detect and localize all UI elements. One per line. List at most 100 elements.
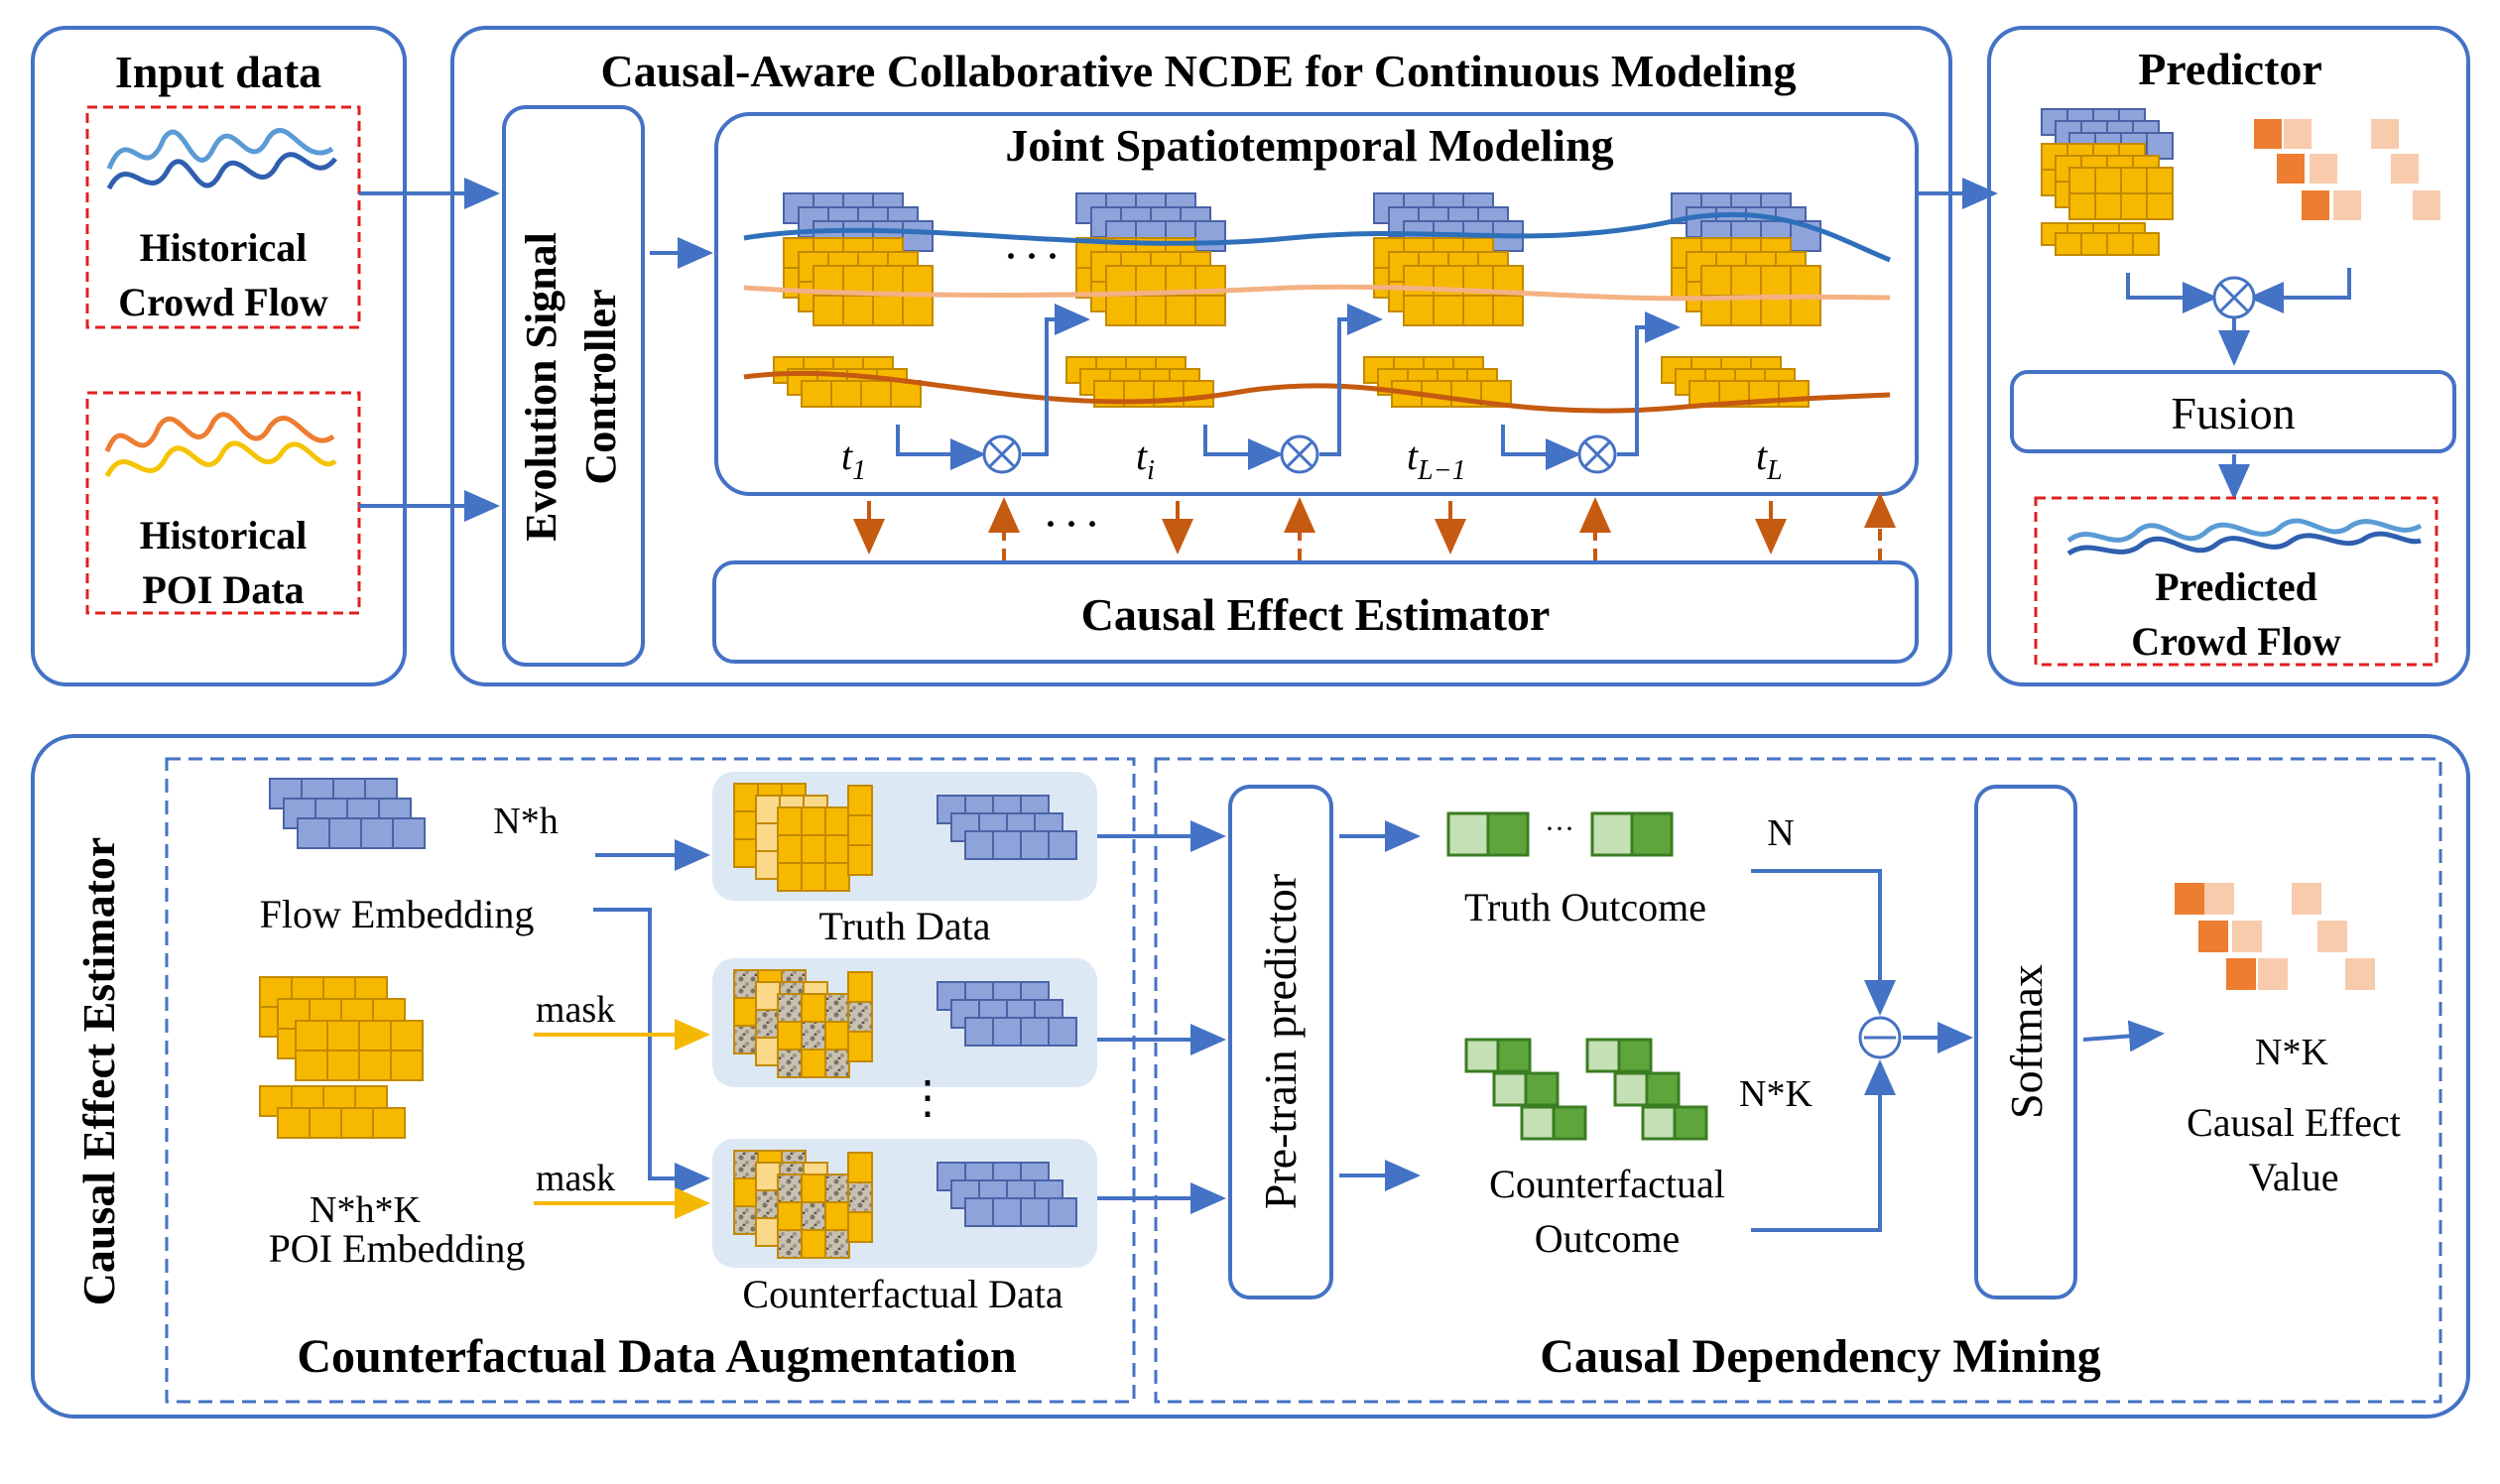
- augmentation-arrows: [534, 839, 710, 1219]
- poi-grid: [1135, 295, 1167, 326]
- pred-poi-grid-lower: [2106, 232, 2134, 256]
- data-poi-cell: [733, 783, 759, 812]
- effect-cell: [2284, 119, 2312, 149]
- pretrain-label: Pre-train predictor: [1255, 874, 1306, 1209]
- causal-effect-cell: [2258, 958, 2288, 990]
- pred-poi-grid-lower: [2080, 232, 2108, 256]
- data-poi-cell: [824, 1021, 850, 1051]
- pred-poi-grid: [2120, 192, 2148, 220]
- effect-dim-label: N*K: [2255, 1032, 2328, 1073]
- mining-region: [1154, 757, 2442, 1404]
- time-label-tL-1: tL−1: [1407, 433, 1466, 486]
- data-poi-cell: [733, 1150, 759, 1179]
- controller-label-line1: Evolution Signal: [517, 232, 565, 542]
- causal-effect-cell: [2345, 958, 2375, 990]
- poi-embedding-cell: [358, 1020, 392, 1051]
- poi-grid: [872, 295, 904, 326]
- data-poi-cell: [755, 1009, 781, 1039]
- cf-outcome-line2: Outcome: [1535, 1216, 1681, 1261]
- effect-cell: [2310, 154, 2337, 184]
- controller-label-line2: Controller: [576, 289, 625, 484]
- causal-effect-cell: [2232, 921, 2262, 952]
- truth-dim-label: N: [1767, 812, 1794, 854]
- poi-embedding-cell: [390, 1020, 424, 1051]
- time-label-t1: t1: [841, 433, 866, 486]
- data-poi-cell: [755, 981, 781, 1011]
- cf-outcome-cell: [1641, 1105, 1677, 1141]
- mining-title: Causal Dependency Mining: [1540, 1330, 2100, 1383]
- truth-outcome-cell: [1446, 811, 1490, 857]
- causal-effect-estimator-box: Causal Effect Estimator: [712, 560, 1919, 664]
- pred-poi-grid: [2094, 167, 2122, 194]
- pred-poi-grid: [2068, 192, 2096, 220]
- poi-grid: [842, 295, 874, 326]
- data-poi-cell: [733, 838, 759, 868]
- truth-outcome-cell: [1630, 811, 1674, 857]
- ncde-title: Causal-Aware Collaborative NCDE for Cont…: [601, 46, 1797, 96]
- cf-outcome-cell: [1520, 1105, 1556, 1141]
- poi-embedding-cell-lower: [309, 1107, 342, 1139]
- poi-grid: [1730, 265, 1762, 297]
- flow-curve-orange: [743, 370, 1891, 414]
- data-poi-cell: [777, 862, 803, 892]
- poi-grid: [1403, 295, 1435, 326]
- data-flow-cell: [964, 1197, 994, 1227]
- softmax-label: Softmax: [2001, 964, 2052, 1119]
- data-poi-cell: [801, 993, 826, 1023]
- data-poi-cell: [777, 1049, 803, 1078]
- data-poi-cell: [733, 1205, 759, 1235]
- predicted-line2: Crowd Flow: [2131, 619, 2341, 664]
- historical-poi-box: Historical POI Data: [85, 391, 361, 615]
- counterfactual-outcome-vectors: [1464, 1038, 1708, 1141]
- flow-embedding-cell: [360, 817, 394, 849]
- joint-ellipsis: · · ·: [1005, 236, 1059, 276]
- poi-grid-lower: [1183, 380, 1214, 408]
- data-poi-cell: [733, 1177, 759, 1207]
- poi-embedding-cell-lower: [340, 1107, 374, 1139]
- poi-grid: [1105, 265, 1137, 297]
- data-panel-contents: [733, 783, 1077, 1259]
- data-poi-cell: [801, 1201, 826, 1231]
- ncde-panel: Causal-Aware Collaborative NCDE for Cont…: [450, 26, 1952, 686]
- data-poi-cell: [755, 1217, 781, 1247]
- ominus-connectors: [1751, 869, 1973, 1232]
- time-label-tL: tL: [1756, 433, 1783, 486]
- effect-cell: [2254, 119, 2282, 149]
- data-poi-cell: [777, 1229, 803, 1259]
- poi-grid-lower: [1778, 380, 1810, 408]
- poi-grid-lower: [860, 380, 892, 408]
- pred-poi-grid: [2146, 167, 2174, 194]
- input-data-title: Input data: [115, 47, 321, 97]
- data-poi-cell: [847, 785, 873, 816]
- cf-outcome-cell: [1617, 1038, 1653, 1073]
- data-poi-cell: [847, 971, 873, 1003]
- poi-grid: [1105, 295, 1137, 326]
- crowd-flow-label-line2: Crowd Flow: [118, 280, 328, 324]
- cf-outcome-cell: [1613, 1071, 1649, 1107]
- effect-cell: [2391, 154, 2419, 184]
- counterfactual-data-label: Counterfactual Data: [742, 1272, 1062, 1316]
- predicted-line1: Predicted: [2155, 564, 2317, 609]
- evolution-signal-controller: Evolution Signal Controller: [502, 105, 645, 667]
- effect-cell: [2277, 154, 2305, 184]
- data-flow-cell: [1020, 1017, 1050, 1047]
- augmentation-region: [165, 757, 1136, 1404]
- predictor-title: Predictor: [2138, 44, 2322, 94]
- effect-cell: [2371, 119, 2399, 149]
- pred-poi-grid: [2068, 167, 2096, 194]
- data-poi-cell: [755, 850, 781, 880]
- flow-embedding-cell: [328, 817, 362, 849]
- data-poi-cell: [801, 834, 826, 864]
- pred-poi-grid-lower: [2132, 232, 2160, 256]
- poi-grid-lower: [801, 380, 832, 408]
- flow-grid: [902, 220, 934, 252]
- causal-effect-cell: [2317, 921, 2347, 952]
- cf-outcome-cell: [1552, 1105, 1587, 1141]
- data-poi-cell: [824, 1174, 850, 1203]
- flow-embedding-cell: [392, 817, 426, 849]
- predictor-feature-stack: [2041, 108, 2174, 256]
- data-poi-cell: [733, 810, 759, 840]
- flow-embedding-label: Flow Embedding: [260, 892, 535, 936]
- from-pretrain-arrows: [1339, 820, 1421, 1191]
